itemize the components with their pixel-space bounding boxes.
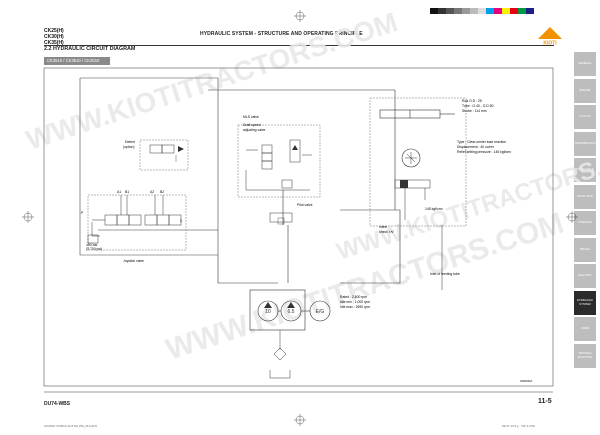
label-inlet: Inlet of feeding tube xyxy=(430,272,460,276)
pump-label-10: 10 xyxy=(265,309,271,315)
model-number: CK25(H) xyxy=(44,28,64,34)
sidebar-tab[interactable]: TROUBLE SHOOTING xyxy=(574,343,596,368)
label-option: (option) xyxy=(123,145,135,149)
label-b1: B1 xyxy=(125,190,129,194)
sidebar-tab[interactable]: TRANSMISSION xyxy=(574,131,596,156)
sidebar-tab[interactable]: GENERAL xyxy=(574,52,596,76)
label-steering-type: Type : Clear-center load reaction xyxy=(457,140,506,144)
model-subtitle-bar: CK2510 / CK3510 / CK3010 xyxy=(44,57,110,65)
page-number: 11-5 xyxy=(538,398,552,405)
label-pilot-valve: Pilot valve xyxy=(297,203,313,207)
model-number: CK35(H) xyxy=(44,40,64,46)
label-idle-max: Idle max : 2690 rpm xyxy=(340,305,370,309)
sidebar-tab[interactable]: CLUTCH xyxy=(574,105,596,129)
drawing-number: S00000A xyxy=(520,379,532,383)
diagram-frame xyxy=(43,67,554,387)
engine-label: E/G xyxy=(316,309,325,315)
label-inline: Inline xyxy=(379,225,387,229)
label-stroke: Stroke : 114 mm xyxy=(462,109,487,113)
label-relief-145: 145 kgf/cm² xyxy=(425,207,444,211)
brand-text: KIOTI xyxy=(543,41,557,47)
sidebar-tab[interactable]: CABIN xyxy=(574,317,596,341)
sidebar-tab[interactable]: ENGINE xyxy=(574,78,596,103)
label-rated-rpm: Rated : 2,600 rpm xyxy=(340,295,367,299)
label-detent: Detent xyxy=(125,140,135,144)
label-relief-setting: Relief setting pressure : 145 kgf/cm² xyxy=(457,150,512,154)
page-header-title: HYDRAULIC SYSTEM - STRUCTURE AND OPERATI… xyxy=(200,31,363,37)
label-rod-od: Rod O.D : 25 xyxy=(462,99,482,103)
sidebar-tab[interactable]: STEERING xyxy=(574,211,596,235)
print-slug-left: CK2510 CK3010 11-5 RU ZIS_M.indd 5 xyxy=(44,424,97,428)
label-a2: A2 xyxy=(150,190,154,194)
section-title: 2.2 HYDRAULIC CIRCUIT DIAGRAM xyxy=(44,46,136,52)
label-relief-psi: (2,700 psi) xyxy=(86,247,102,251)
label-a1: A1 xyxy=(117,190,121,194)
print-slug-right: 09.07.13 5:p · OP 1:2:50 xyxy=(502,424,535,428)
watermark: WWW.KIOTITRACTORS.COM xyxy=(22,6,401,155)
label-check: check 'r/v' xyxy=(379,230,394,234)
label-draft-speed: Draft speed xyxy=(243,123,261,127)
sidebar-tab[interactable]: BRAKE xyxy=(574,237,596,262)
model-number: CK30(H) xyxy=(44,34,64,40)
label-idle-min: Idle min : 1,000 rpm xyxy=(340,300,370,304)
sidebar-tab[interactable]: ELECTRIC xyxy=(574,264,596,288)
brand-logo: KIOTI xyxy=(536,25,564,47)
sidebar-tab[interactable]: FRONT AXLE xyxy=(574,158,596,182)
pump-label-65: 6.5 xyxy=(288,309,295,315)
label-c: C xyxy=(180,219,183,223)
label-displacement: Displacement : 40 cc/rev xyxy=(457,145,494,149)
label-b2: B2 xyxy=(160,190,164,194)
label-tube: Tube : O.40 - O.D 50 xyxy=(462,104,494,108)
header-rule xyxy=(44,45,554,46)
sidebar-tab[interactable]: HYDRAULIC SYSTEM xyxy=(574,290,596,315)
label-joystick-valve: Joystick valve xyxy=(123,259,144,263)
label-mls-valve: MLS valve xyxy=(243,115,259,119)
footer-left: DU74-WBS xyxy=(44,401,71,407)
label-adjusting-valve: adjusting valve xyxy=(243,128,266,132)
label-p: P xyxy=(81,211,84,215)
sidebar-tab[interactable]: REAR AXLE xyxy=(574,184,596,209)
label-relief-bar: 190 bar xyxy=(86,243,98,247)
print-color-bar xyxy=(430,8,534,14)
